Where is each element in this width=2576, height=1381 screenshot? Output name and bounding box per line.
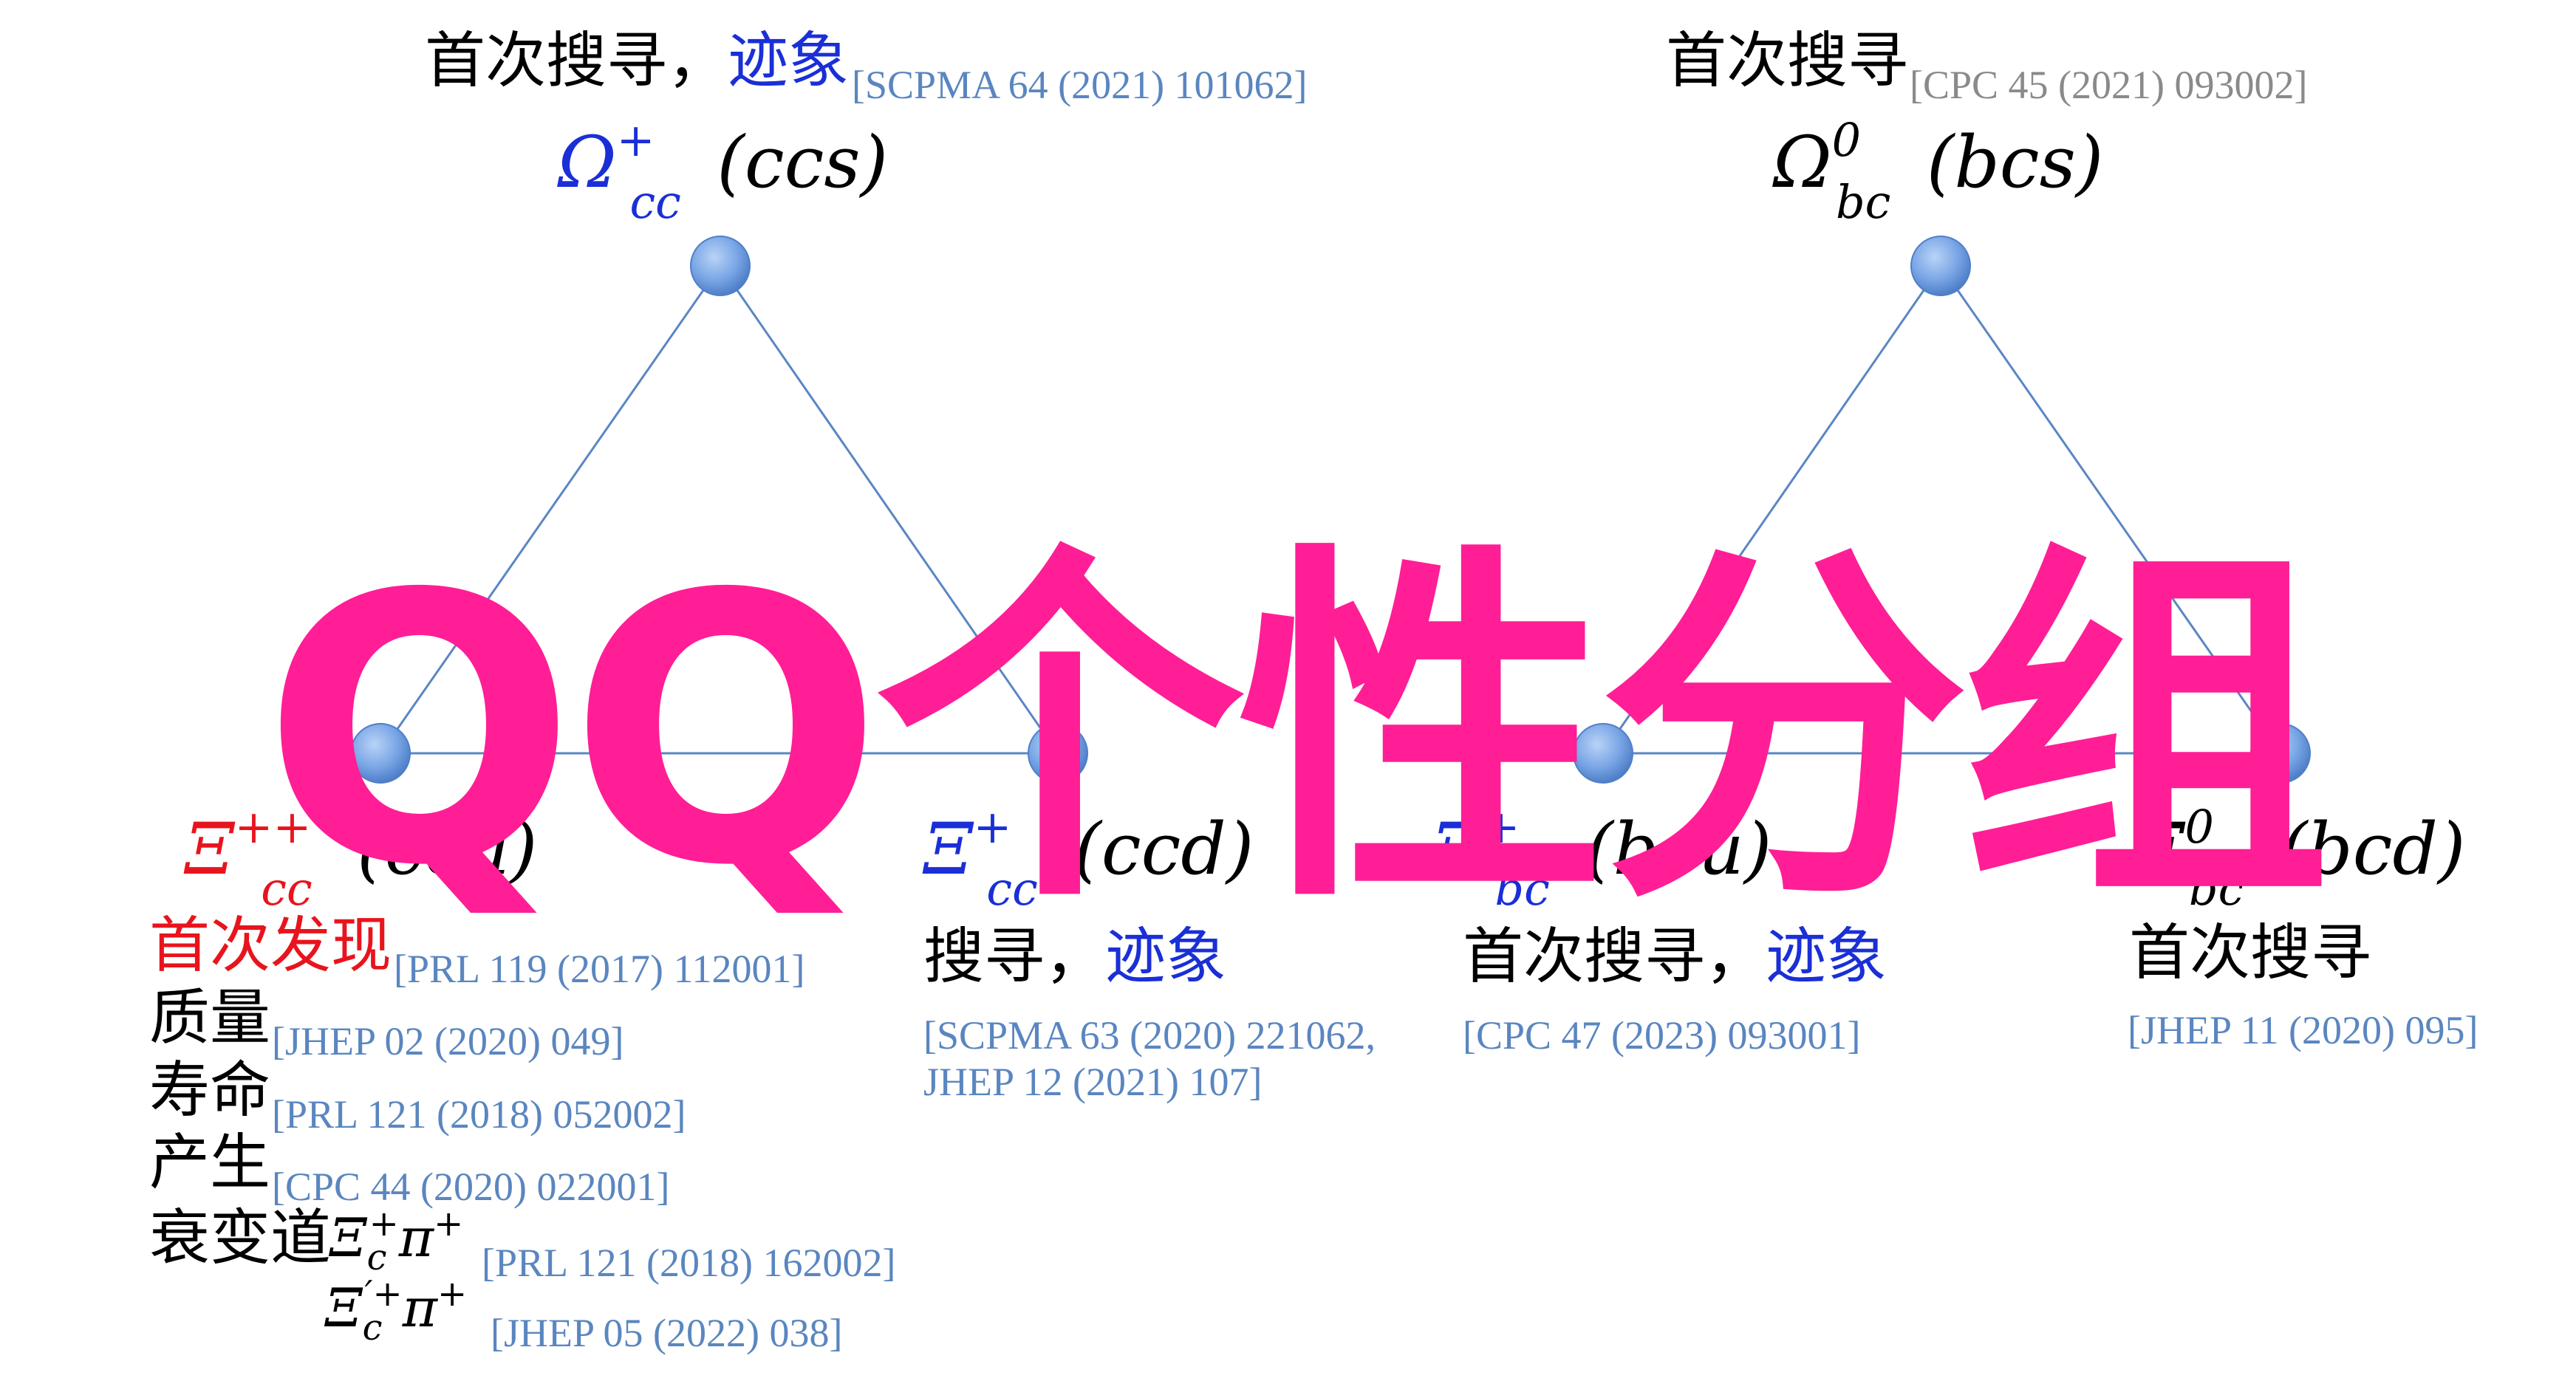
t1-left-decay-mode-1: Ξc+π+ [329,1203,464,1278]
t1-left-prop-mass-ref: [JHEP 02 (2020) 049] [272,1019,624,1063]
t1-left-prop-lifetime-ref: [PRL 121 (2018) 052002] [272,1092,686,1137]
t1-right-status-text: 搜寻， [923,922,1106,992]
edge-t1-top-right [719,265,1059,754]
t2-left-sub: bc [1494,861,1550,916]
t1-top-particle: Ω+cc (ccs) [558,117,889,225]
t1-top-charge: + [616,112,655,167]
t2-left-status-hint: 迹象 [1766,922,1887,992]
t2-right-sub: bc [2188,861,2244,916]
t2-top-symbol: Ω [1773,121,1832,204]
t2-top-sub: bc [1835,174,1891,229]
watermark-text: QQ个性分组 [262,516,2331,946]
t2-right-quarks: (bcd) [2279,808,2466,891]
node-t1-top [690,236,751,296]
t2-top-ref: [CPC 45 (2021) 093002] [1910,63,2308,107]
t2-right-symbol: Ξ [2135,808,2185,891]
t1-right-ref-1: [SCPMA 63 (2020) 221062, [923,1013,1376,1058]
t2-top-charge: 0 [1831,112,1862,167]
t1-right-symbol: Ξ [923,808,974,891]
node-t1-left [350,723,411,784]
t1-left-discovery-ref: [PRL 119 (2017) 112001] [394,947,805,991]
t1-left-symbol: Ξ [185,808,235,891]
t2-top-quarks: (bcs) [1926,121,2104,204]
t1-left-charge: ++ [234,799,312,854]
t1-top-symbol: Ω [558,121,617,204]
t1-right-quarks: (ccd) [1073,808,1254,891]
t1-left-quarks: (ccu) [357,808,538,891]
t2-left-ref: [CPC 47 (2023) 093001] [1463,1013,1861,1058]
t2-left-status: 首次搜寻，迹象 [1463,927,1887,987]
t2-left-symbol: Ξ [1432,808,1482,891]
t2-right-particle: Ξ0bc (bcd) [2135,803,2466,911]
t1-right-status-hint: 迹象 [1105,922,1227,992]
t2-left-particle: Ξ+bc (bcu) [1432,803,1772,911]
t2-right-status: 首次搜寻 [2129,918,2372,988]
t1-left-decay-mode-2: Ξc′+π+ [325,1273,468,1349]
t1-left-prop-production-ref: [CPC 44 (2020) 022001] [272,1165,670,1209]
t2-left-status-text: 首次搜寻， [1463,922,1766,992]
node-t1-right [1028,723,1088,784]
t1-left-decay-ref-2: [JHEP 05 (2022) 038] [491,1311,843,1355]
t1-left-decay-ref-1: [PRL 121 (2018) 162002] [482,1241,896,1285]
t2-right-charge: 0 [2184,799,2214,854]
t1-top-quarks: (ccs) [717,121,889,204]
t1-left-particle: Ξ++cc (ccu) [185,803,538,911]
t1-left-sub: cc [261,861,312,916]
t2-left-charge: + [1481,799,1520,854]
t1-top-ref: [SCPMA 64 (2021) 101062] [852,63,1308,107]
node-t2-top [1910,236,1971,296]
t1-right-particle: Ξ+cc (ccd) [923,803,1254,911]
edge-t2-top-right [1939,265,2282,754]
t1-right-status: 搜寻，迹象 [923,927,1226,987]
t1-top-status-text: 首次搜寻， [425,26,728,96]
t1-right-ref-2: JHEP 12 (2021) 107] [923,1060,1263,1104]
t2-top-particle: Ω0bc (bcs) [1773,117,2104,225]
t1-left-prop-lifetime: 寿命 [149,1055,271,1125]
t1-top-sub: cc [629,174,681,229]
t1-left-decay-label: 衰变道 [149,1203,332,1273]
edge-t2-top-left [1602,265,1942,754]
t1-right-charge: + [973,799,1012,854]
t1-left-prop-mass: 质量 [149,983,271,1053]
t1-top-status-hint: 迹象 [728,26,850,96]
t1-top-status: 首次搜寻，迹象 [425,31,849,92]
node-t2-left [1573,723,1633,784]
t1-left-discovery: 首次发现 [149,911,392,981]
t2-left-quarks: (bcu) [1585,808,1772,891]
t2-top-status: 首次搜寻 [1666,26,1909,96]
node-t2-right [2250,723,2311,784]
t1-left-prop-production: 产生 [149,1128,271,1198]
edge-t1-top-left [379,265,722,754]
t1-right-sub: cc [986,861,1038,916]
t2-right-ref: [JHEP 11 (2020) 095] [2128,1008,2478,1052]
